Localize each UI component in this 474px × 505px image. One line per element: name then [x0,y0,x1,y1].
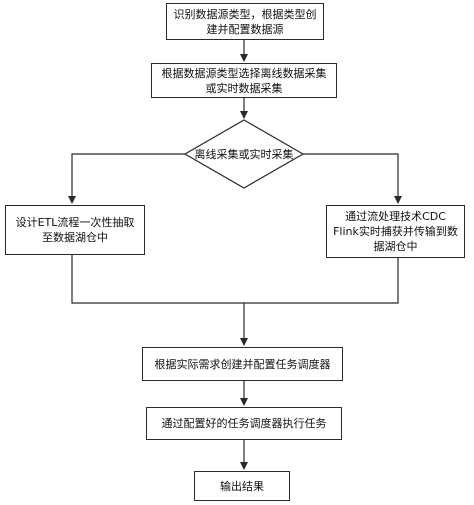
node-realtime-cdc: 通过流处理技术CDC Flink实时捕获并传输到数据湖仓中 [326,205,465,258]
node-choose-mode: 根据数据源类型选择离线数据采集或实时数据采集 [151,63,337,98]
node-identify-source: 识别数据源类型，根据类型创建并配置数据源 [166,3,324,40]
node-output: 输出结果 [194,471,290,501]
branch-right [303,153,402,204]
node-choose-mode-label: 根据数据源类型选择离线数据采集或实时数据采集 [161,66,327,95]
node-realtime-cdc-label: 通过流处理技术CDC Flink实时捕获并传输到数据湖仓中 [333,210,458,253]
decision-label: 离线采集或实时采集 [194,148,294,161]
merge-left [71,255,244,304]
node-create-scheduler: 根据实际需求创建并配置任务调度器 [142,347,343,381]
decision-diamond [183,119,305,189]
node-create-scheduler-label: 根据实际需求创建并配置任务调度器 [154,357,331,371]
merge-right [244,258,399,304]
node-offline-etl-label: 设计ETL流程一次性抽取至数据湖仓中 [15,216,135,244]
node-identify-source-label: 识别数据源类型，根据类型创建并配置数据源 [173,7,317,36]
node-run-tasks: 通过配置好的任务调度器执行任务 [146,407,342,440]
node-run-tasks-label: 通过配置好的任务调度器执行任务 [161,417,327,430]
branch-left [68,153,185,204]
node-output-label: 输出结果 [220,479,264,493]
node-offline-etl: 设计ETL流程一次性抽取至数据湖仓中 [5,205,145,255]
